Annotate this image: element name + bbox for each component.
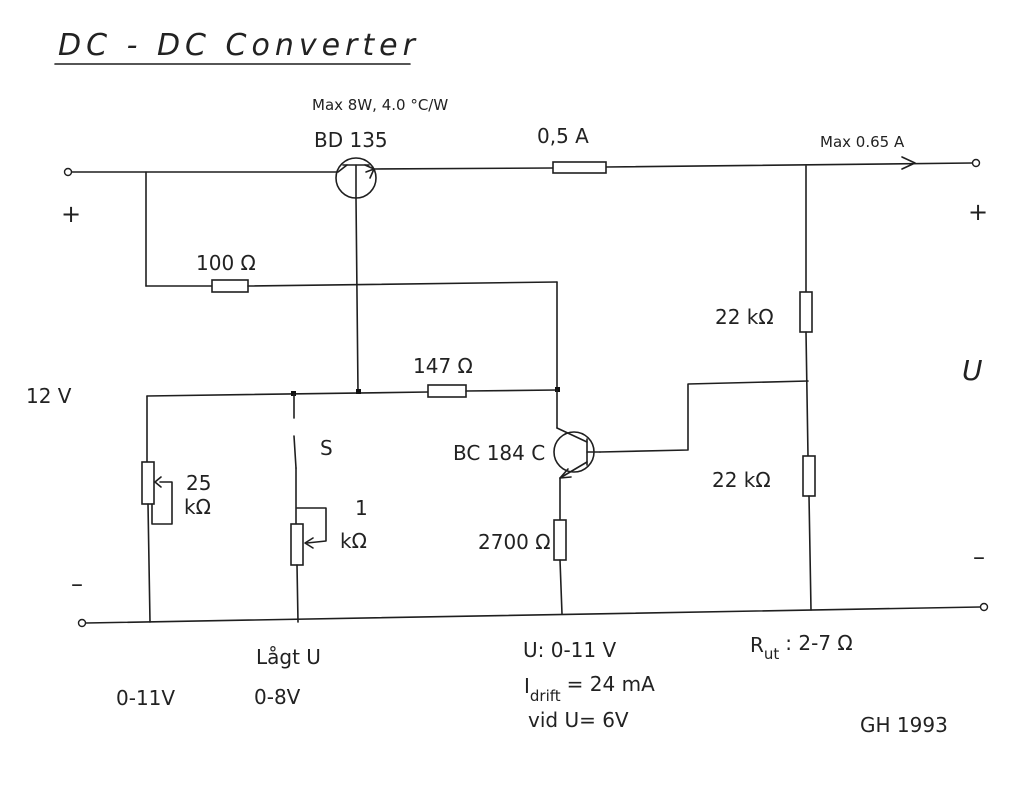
switch-s (293, 435, 297, 469)
diagram-title: DC - DC Converter (58, 28, 420, 63)
input-minus-sign: – (71, 570, 83, 598)
rout-subscript: ut (764, 645, 780, 663)
top-rail-after-fuse (605, 162, 973, 168)
output-minus-terminal (979, 602, 989, 612)
wire-from-100r (247, 281, 558, 287)
wire-q1-base (355, 197, 359, 393)
transistor-bd135 (335, 157, 377, 199)
bc184c-label: BC 184 C (453, 441, 545, 465)
output-voltage-symbol: U (962, 354, 983, 387)
resistor-100 (211, 279, 249, 293)
input-voltage-label: 12 V (26, 384, 72, 408)
output-current-label: Max 0.65 A (820, 133, 905, 151)
range-full-label: 0-11V (116, 686, 175, 710)
low-u-label: Lågt U (256, 645, 321, 669)
resistor-147-label: 147 Ω (413, 354, 473, 378)
potentiometer-1k (290, 523, 304, 566)
resistor-22k-top (799, 291, 813, 333)
pot1-wiper-arrow-icon (304, 537, 314, 549)
fuse (552, 161, 607, 174)
resistor-147 (427, 384, 467, 398)
pot1-unit: kΩ (340, 529, 367, 553)
signature: GH 1993 (860, 713, 948, 737)
wire-2700-bottom (559, 559, 563, 615)
idrift-label: Idrift = 24 mA (524, 672, 655, 705)
input-minus-terminal (77, 618, 87, 628)
bd135-rating-label: Max 8W, 4.0 °C/W (312, 96, 448, 114)
bd135-label: BD 135 (314, 128, 388, 152)
idrift-condition-label: vid U= 6V (528, 708, 629, 732)
wire-divider-mid (805, 331, 809, 457)
output-plus-sign: + (968, 198, 988, 226)
wire-q2-base-to-divider (599, 380, 809, 453)
fuse-label: 0,5 A (537, 124, 589, 148)
idrift-main: I (524, 674, 530, 698)
junction-dot-2 (356, 389, 361, 394)
wire-mid-left (146, 391, 429, 397)
pot1-value: 1 (355, 496, 368, 520)
bottom-rail (85, 606, 981, 624)
resistor-100-label: 100 Ω (196, 251, 256, 275)
pot25-wiper (151, 481, 173, 525)
resistor-22k-bottom (802, 455, 816, 497)
idrift-subscript: drift (530, 687, 561, 705)
pot25-wiper-arrow-icon (154, 476, 162, 488)
input-plus-sign: + (61, 200, 81, 228)
wire-divider-bottom (808, 495, 812, 611)
output-minus-sign: – (973, 543, 985, 571)
pot1-wiper (296, 507, 327, 544)
wire-mid-right (465, 389, 558, 392)
resistor-2700-label: 2700 Ω (478, 530, 551, 554)
potentiometer-25k (141, 461, 155, 505)
resistor-2700 (553, 519, 567, 561)
resistor-22k-top-label: 22 kΩ (715, 305, 774, 329)
wire-pot25-bottom (147, 503, 151, 623)
rout-value: : 2-7 Ω (785, 631, 852, 655)
rout-label: Rut : 2-7 Ω (750, 631, 853, 663)
range-low-label: 0-8V (254, 685, 301, 709)
input-plus-terminal (63, 167, 73, 177)
output-current-arrow-icon (901, 156, 916, 170)
top-rail-output (373, 167, 554, 170)
transistor-bc184c (553, 427, 601, 479)
switch-label: S (320, 436, 333, 460)
output-plus-terminal (971, 158, 981, 168)
wire-pot1-bottom (296, 564, 299, 623)
idrift-value: = 24 mA (567, 672, 655, 696)
u-range-label: U: 0-11 V (523, 638, 616, 662)
resistor-22k-bottom-label: 22 kΩ (712, 468, 771, 492)
pot25-unit: kΩ (184, 495, 211, 519)
pot25-value: 25 (186, 471, 211, 495)
rout-main: R (750, 633, 764, 657)
